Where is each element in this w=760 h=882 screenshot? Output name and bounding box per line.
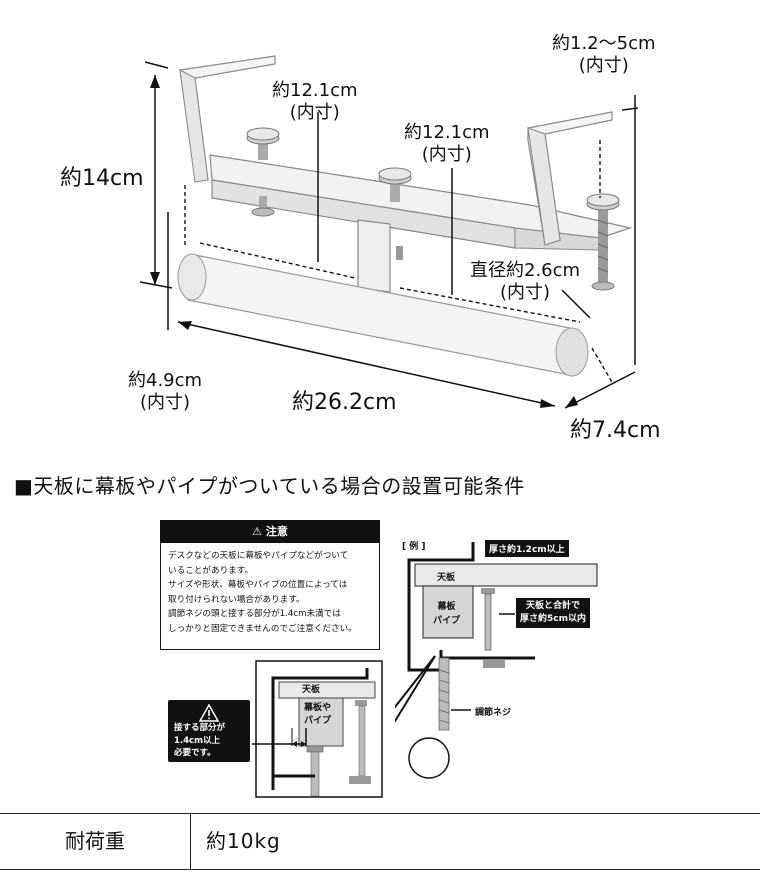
- example-panel: [422, 585, 474, 639]
- spec-table: 耐荷重 約10kg: [0, 813, 760, 870]
- caution-box: ⚠ 注意 デスクなどの天板に幕板やパイプなどがついて いることがあります。 サイ…: [160, 520, 380, 650]
- pipe-diameter-sub: (内寸): [500, 282, 551, 303]
- contact-arrow: [252, 728, 307, 747]
- example-tabletop-label: 天板: [437, 573, 456, 583]
- spec-value: 約10kg: [206, 829, 281, 853]
- warning-icon: [199, 704, 219, 722]
- product-illustration: [139, 55, 639, 409]
- section-heading: ■天板に幕板やパイプがついている場合の設置可能条件: [14, 474, 525, 498]
- span-left-value: 約12.1cm: [272, 80, 358, 101]
- caution-title: ⚠ 注意: [161, 521, 379, 543]
- pipe-end: [555, 327, 589, 377]
- gap-top-label: 約1.2〜5cm (内寸): [552, 33, 656, 77]
- span-right-sub: (内寸): [421, 144, 472, 165]
- height-label: 約14cm: [60, 166, 144, 191]
- contact-note: 接する部分が 1.4cm以上 必要です。: [168, 700, 250, 762]
- example-diagram: [395, 542, 598, 779]
- thickness-note: 厚さ約1.2cm以上: [485, 540, 569, 557]
- detail-diagram: [255, 660, 383, 798]
- depth-label: 約7.4cm: [570, 418, 661, 443]
- caution-line: 取り付けられない場合があります。: [168, 594, 305, 605]
- contact-text: 接する部分が 1.4cm以上 必要です。: [174, 722, 225, 760]
- caution-line: デスクなどの天板に幕板やパイプなどがついて: [168, 551, 349, 561]
- screw-head: [408, 737, 450, 779]
- contact-line: 接する部分が: [174, 723, 226, 733]
- example-label: [ 例 ]: [402, 542, 426, 552]
- detail-panel-line: パイプ: [304, 716, 332, 726]
- inner-height-sub: (内寸): [140, 392, 191, 413]
- pipe-diameter-value: 直径約2.6cm: [470, 260, 581, 281]
- screw-knob-center: [378, 167, 412, 260]
- detail-tabletop-label: 天板: [302, 685, 321, 695]
- gap-top-value: 約1.2〜5cm: [552, 33, 656, 54]
- length-label: 約26.2cm: [292, 390, 397, 415]
- example-panel-line: パイプ: [433, 616, 461, 626]
- example-panel-label: 幕板 パイプ: [433, 600, 460, 628]
- screw-knob-right: [586, 193, 620, 291]
- example-panel-line: 幕板: [437, 602, 456, 612]
- detail-panel-line: 幕板や: [304, 703, 332, 713]
- post: [357, 219, 391, 293]
- gap-top-sub: (内寸): [578, 55, 629, 76]
- caution-line: いることがあります。: [168, 565, 254, 576]
- pipe-diameter-label: 直径約2.6cm (内寸): [470, 260, 580, 304]
- caution-line: しっかりと固定できませんのでご注意ください。: [168, 623, 357, 634]
- spec-key: 耐荷重: [0, 814, 191, 869]
- span-right-label: 約12.1cm (内寸): [404, 122, 490, 166]
- example-tabletop: [414, 563, 598, 587]
- caution-line: 調節ネジの頭と接する部分が1.4cm未満では: [168, 609, 341, 619]
- inner-height-value: 約4.9cm: [128, 370, 203, 391]
- total-note-line: 天板と合計で: [525, 601, 580, 611]
- span-left-label: 約12.1cm (内寸): [272, 80, 358, 124]
- contact-line: 必要です。: [174, 748, 216, 758]
- caution-body: デスクなどの天板に幕板やパイプなどがついて いることがあります。 サイズや形状、…: [161, 543, 379, 642]
- total-thickness-note: 天板と合計で 厚さ約5cm以内: [516, 598, 590, 628]
- contact-line: 1.4cm以上: [174, 735, 220, 746]
- screw-label: 調節ネジ: [475, 708, 512, 718]
- span-left-sub: (内寸): [289, 102, 340, 123]
- span-right-value: 約12.1cm: [404, 122, 490, 143]
- total-note-line: 厚さ約5cm以内: [520, 614, 586, 624]
- detail-panel-label: 幕板や パイプ: [304, 702, 331, 728]
- screw-knob-left: [246, 127, 280, 217]
- caution-line: サイズや形状、幕板やパイプの位置によっては: [168, 580, 348, 590]
- inner-height-label: 約4.9cm (内寸): [128, 370, 202, 414]
